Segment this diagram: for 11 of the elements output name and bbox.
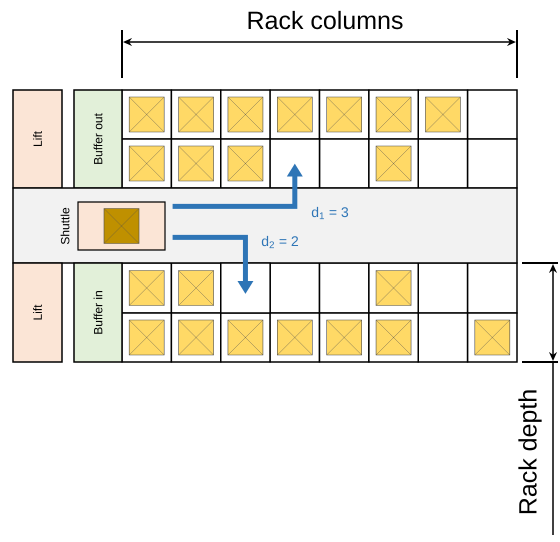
edge-label: d$_{1}$ = 3 — [310, 206, 350, 220]
lift-box: Lift — [12, 262, 63, 363]
lift-box: Lift — [12, 89, 63, 189]
buffer-box: Buffer out — [73, 89, 123, 189]
dimension-label: Rack columns — [248, 10, 403, 30]
edge-label: d$_{2}$ = 2 — [260, 234, 300, 250]
shuttle-carrier — [77, 201, 166, 251]
rack-cell — [269, 138, 320, 189]
dimension-label: Rack depth — [518, 390, 542, 514]
rack-cell — [220, 262, 271, 314]
buffer-box: Buffer in — [73, 262, 123, 363]
